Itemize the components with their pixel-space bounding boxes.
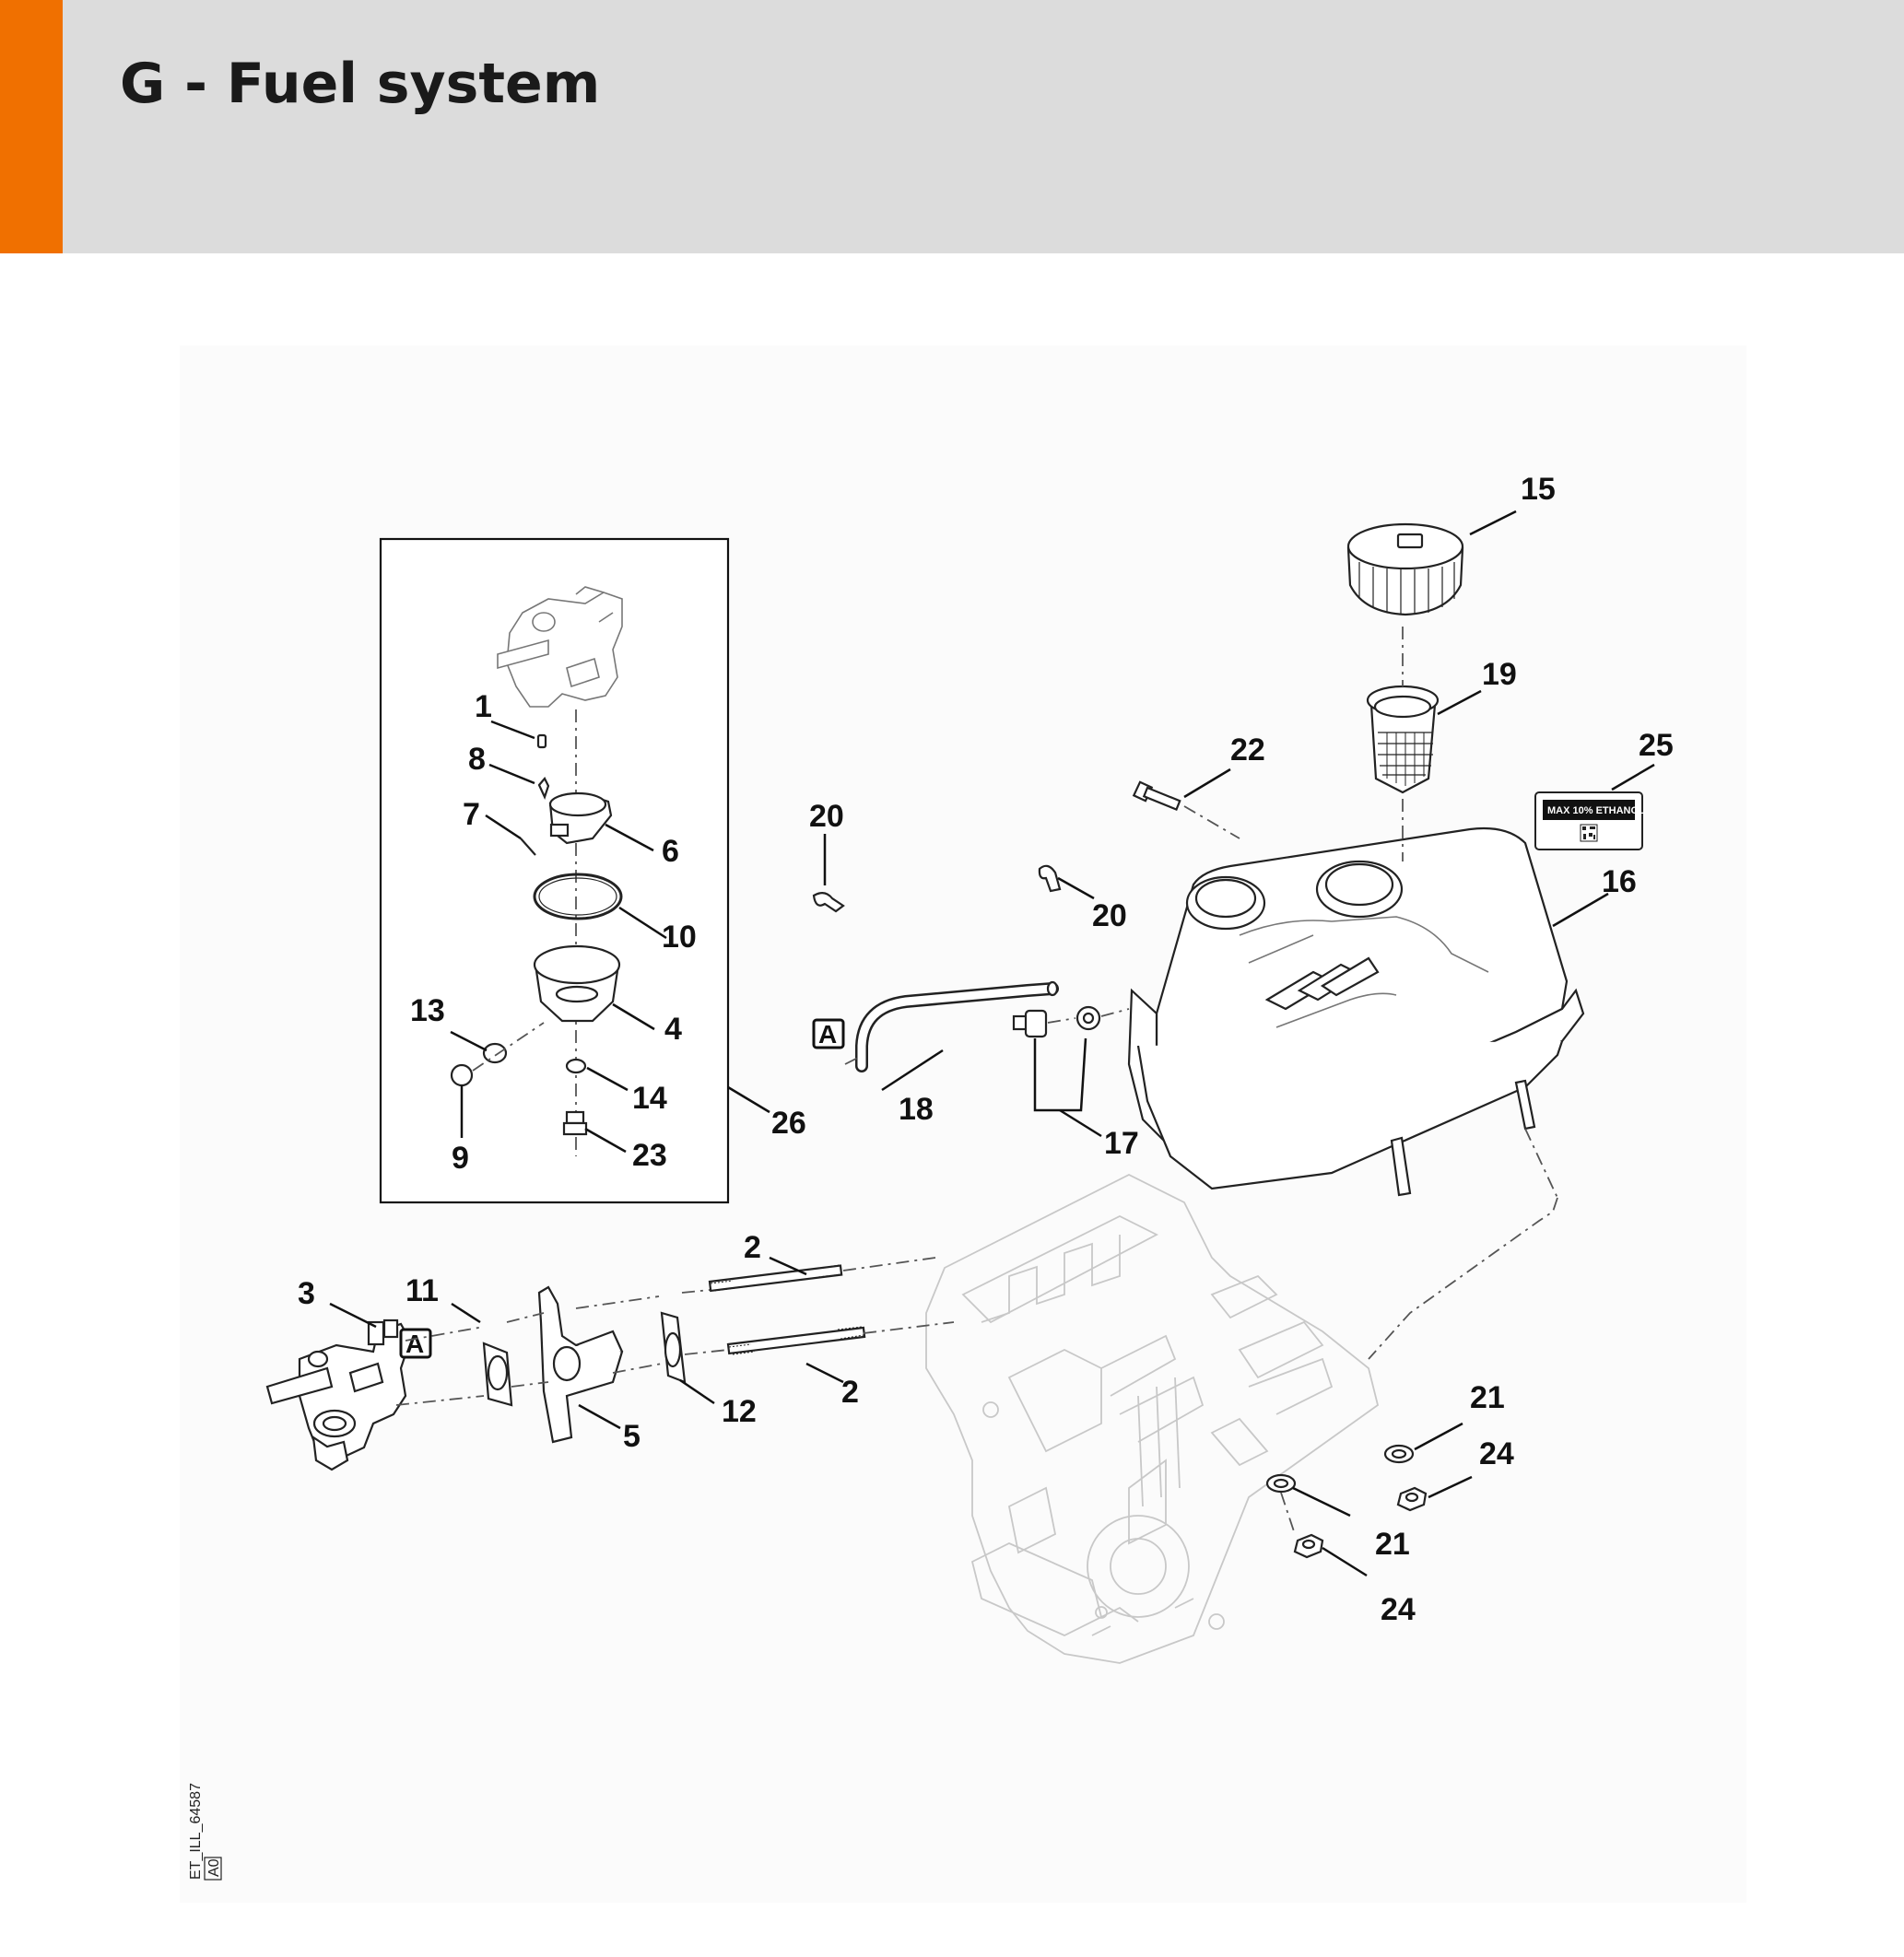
svg-text:A0: A0	[206, 1858, 222, 1877]
page-title: G - Fuel system	[120, 52, 601, 116]
callout-3: 3	[298, 1276, 315, 1311]
engine-block-ghost	[925, 1173, 1380, 1664]
carburetor-body-ghost	[497, 586, 623, 708]
part-17-fuel-valve	[1012, 1005, 1130, 1038]
part-15-fuel-cap	[1346, 522, 1464, 616]
part-23-drain-screw	[562, 1110, 588, 1136]
callout-1: 1	[475, 689, 492, 724]
part-25-ethanol-label: MAX 10% ETHANOL	[1534, 791, 1645, 850]
callout-10: 10	[662, 920, 697, 955]
part-13-washer	[482, 1042, 508, 1064]
callout-26: 26	[771, 1106, 806, 1141]
part-2-stud-upper	[708, 1264, 843, 1293]
part-21-washer-lower	[1265, 1473, 1297, 1494]
callout-7: 7	[463, 797, 480, 832]
callout-25: 25	[1639, 728, 1674, 763]
part-20-clamp-right	[1038, 864, 1062, 893]
part-6-float	[548, 791, 613, 845]
callout-15: 15	[1521, 472, 1556, 507]
callout-8: 8	[468, 742, 486, 777]
callout-12: 12	[722, 1394, 757, 1429]
reference-marker-a-fuel-line	[812, 1018, 845, 1049]
part-21-washer-right	[1383, 1444, 1415, 1464]
accent-bar	[0, 0, 63, 253]
part-5-insulator	[537, 1285, 624, 1444]
callout-21-right: 21	[1470, 1380, 1505, 1415]
part-20-clamp-left	[812, 892, 845, 913]
callout-23: 23	[632, 1138, 667, 1173]
part-1-jet	[536, 733, 547, 749]
part-12-gasket	[660, 1311, 687, 1384]
callout-24-right: 24	[1479, 1436, 1514, 1471]
page-header: G - Fuel system	[0, 0, 1904, 253]
part-22-bolt	[1132, 780, 1181, 811]
reference-marker-a-label: A	[405, 1330, 424, 1358]
callout-2-upper: 2	[744, 1230, 761, 1265]
callout-2-lower: 2	[841, 1375, 859, 1410]
callout-11: 11	[405, 1273, 439, 1308]
callout-19: 19	[1482, 657, 1517, 692]
part-4-float-bowl	[533, 944, 621, 1023]
part-7-float-pin	[520, 838, 536, 856]
callout-9: 9	[452, 1141, 469, 1176]
part-24-nut-lower	[1293, 1533, 1324, 1559]
part-14-o-ring	[565, 1058, 587, 1074]
part-16-fuel-tank	[1127, 826, 1585, 1197]
diagram-area: 1 8 7 6 10 4 13 14 9 23 26 3	[180, 346, 1746, 1903]
exploded-parts-diagram: 1 8 7 6 10 4 13 14 9 23 26 3	[188, 472, 1674, 1881]
callout-6: 6	[662, 834, 679, 869]
part-8-pin	[537, 777, 550, 800]
svg-text:A: A	[818, 1020, 837, 1049]
part-9-nut	[450, 1063, 474, 1087]
callout-22: 22	[1230, 732, 1265, 768]
callout-4: 4	[664, 1012, 682, 1047]
svg-text:MAX 10% ETHANOL: MAX 10% ETHANOL	[1547, 805, 1645, 816]
part-19-fuel-strainer	[1366, 685, 1440, 794]
callout-5: 5	[623, 1419, 641, 1454]
callout-16: 16	[1602, 864, 1637, 899]
svg-text:ET_ILL_64587: ET_ILL_64587	[188, 1783, 204, 1880]
callout-14: 14	[632, 1081, 667, 1116]
part-24-nut-right	[1396, 1486, 1428, 1512]
callout-18: 18	[899, 1092, 934, 1127]
part-10-bowl-gasket	[533, 873, 623, 920]
part-3-carburetor	[265, 1318, 412, 1471]
callout-17: 17	[1104, 1126, 1139, 1161]
part-18-fuel-line	[855, 980, 1059, 1072]
callout-20-right: 20	[1092, 898, 1127, 933]
inset-callouts: 1 8 7 6 10 4 13 14 9 23	[410, 689, 697, 1176]
callout-24-lower: 24	[1381, 1592, 1416, 1627]
callout-21-lower: 21	[1375, 1527, 1410, 1562]
illustration-code: ET_ILL_64587 A0	[188, 1783, 222, 1881]
part-2-stud-lower	[726, 1326, 866, 1355]
callout-13: 13	[410, 993, 445, 1028]
part-11-gasket	[482, 1342, 513, 1407]
callout-20-left: 20	[809, 799, 844, 834]
reference-marker-a-carburetor	[399, 1328, 432, 1359]
